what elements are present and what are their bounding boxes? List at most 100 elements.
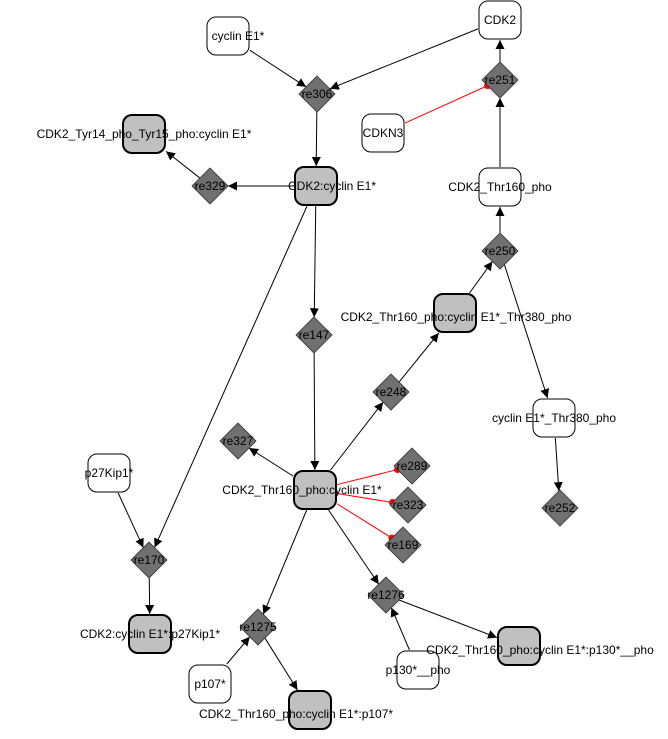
edge-cycE_Thr380-to-re252 bbox=[553, 437, 563, 492]
species-node-cycE_Thr380[interactable] bbox=[532, 398, 576, 438]
reaction-label-re251: re251 bbox=[485, 73, 516, 87]
species-label-CDK2_Thr160_cycE_p130: CDK2_Thr160_pho:cyclin E1*:p130*__pho bbox=[426, 643, 654, 657]
reaction-diamond-icon[interactable] bbox=[384, 526, 422, 564]
species-label-p107: p107* bbox=[194, 677, 226, 691]
reaction-label-re323: re323 bbox=[393, 498, 424, 512]
edge-re248-to-CDK2_Thr160_cycE_Thr380 bbox=[398, 332, 440, 383]
reaction-diamond-icon[interactable] bbox=[389, 486, 427, 524]
edge-CDK2_cycE-to-re147 bbox=[309, 205, 319, 318]
reaction-node-re329[interactable] bbox=[191, 167, 229, 205]
edge-cyclinE1-to-re306 bbox=[249, 49, 307, 88]
reaction-diamond-icon[interactable] bbox=[481, 61, 519, 99]
species-label-CDK2_cycE: CDK2:cyclin E1* bbox=[288, 179, 376, 193]
node-shape[interactable] bbox=[478, 0, 522, 40]
species-node-p130[interactable] bbox=[396, 650, 440, 690]
edge-CDK2-to-re306 bbox=[329, 28, 479, 90]
reaction-label-re169: re169 bbox=[388, 538, 419, 552]
reaction-label-re289: re289 bbox=[397, 459, 428, 473]
species-label-CDK2_Thr160_cycE_p107: CDK2_Thr160_pho:cyclin E1*:p107* bbox=[199, 707, 393, 721]
edge-re1275-to-CDK2_Thr160_cycE_p107 bbox=[264, 637, 298, 691]
reaction-diamond-icon[interactable] bbox=[393, 447, 431, 485]
complex-node-CDK2_cycE[interactable] bbox=[294, 166, 338, 206]
species-label-CDK2_Tyr: CDK2_Tyr14_pho_Tyr15_pho:cyclin E1* bbox=[37, 127, 252, 141]
reaction-diamond-icon[interactable] bbox=[541, 489, 579, 527]
reaction-diamond-icon[interactable] bbox=[295, 316, 333, 354]
edge-re329-to-CDK2_Tyr bbox=[165, 150, 201, 179]
species-label-CDK2_Thr160_cycE: CDK2_Thr160_pho:cyclin E1* bbox=[222, 483, 382, 497]
reaction-label-re329: re329 bbox=[195, 179, 226, 193]
reaction-diamond-icon[interactable] bbox=[130, 541, 168, 579]
nodes-layer bbox=[87, 0, 579, 730]
reaction-node-re306[interactable] bbox=[298, 75, 336, 113]
node-shape[interactable] bbox=[478, 167, 522, 207]
node-shape[interactable] bbox=[532, 398, 576, 438]
complex-node-CDK2_Thr160_cycE_Thr380[interactable] bbox=[433, 293, 477, 333]
reaction-node-re289[interactable] bbox=[393, 447, 431, 485]
species-label-CDK2_cycE_p27: CDK2:cyclin E1*:p27Kip1* bbox=[80, 627, 220, 641]
reaction-diamond-icon[interactable] bbox=[298, 75, 336, 113]
reaction-label-re147: re147 bbox=[299, 328, 330, 342]
edge-re306-to-CDK2_cycE bbox=[311, 111, 321, 167]
reaction-node-re327[interactable] bbox=[219, 422, 257, 460]
reaction-node-re248[interactable] bbox=[372, 373, 410, 411]
node-shape[interactable] bbox=[396, 650, 440, 690]
node-shape[interactable] bbox=[288, 690, 332, 730]
species-label-p27Kip1: p27Kip1* bbox=[85, 466, 134, 480]
edge-re250-to-cycE_Thr380 bbox=[503, 264, 550, 399]
node-shape[interactable] bbox=[497, 626, 541, 666]
reaction-node-re170[interactable] bbox=[130, 541, 168, 579]
reaction-node-re251[interactable] bbox=[481, 61, 519, 99]
reaction-node-re252[interactable] bbox=[541, 489, 579, 527]
edge-CDK2_cycE-to-re170 bbox=[154, 205, 308, 548]
node-shape[interactable] bbox=[128, 614, 172, 654]
node-shape[interactable] bbox=[122, 114, 166, 154]
reaction-node-re169[interactable] bbox=[384, 526, 422, 564]
node-shape[interactable] bbox=[87, 453, 131, 493]
edge-CDK2_Thr160_cycE-to-re248 bbox=[330, 401, 384, 471]
node-shape[interactable] bbox=[293, 470, 337, 510]
reaction-node-re323[interactable] bbox=[389, 486, 427, 524]
species-label-cycE_Thr380: cyclin E1*_Thr380_pho bbox=[492, 411, 616, 425]
reaction-node-re147[interactable] bbox=[295, 316, 333, 354]
reaction-diamond-icon[interactable] bbox=[239, 608, 277, 646]
reaction-label-re1276: re1276 bbox=[367, 588, 405, 602]
complex-node-CDK2_Thr160_cycE[interactable] bbox=[293, 470, 337, 510]
node-shape[interactable] bbox=[294, 166, 338, 206]
reaction-diamond-icon[interactable] bbox=[219, 422, 257, 460]
complex-node-CDK2_Thr160_cycE_p107[interactable] bbox=[288, 690, 332, 730]
complex-node-CDK2_cycE_p27[interactable] bbox=[128, 614, 172, 654]
edge-re1276-to-CDK2_Thr160_cycE_p130 bbox=[398, 599, 498, 639]
reaction-node-re1275[interactable] bbox=[239, 608, 277, 646]
inhibition-edge-CDK2_Thr160_cycE-to-re169 bbox=[336, 503, 393, 539]
node-shape[interactable] bbox=[188, 664, 232, 704]
edge-CDK2_Thr160_cycE-to-re1275 bbox=[262, 509, 308, 615]
species-node-CDKN3[interactable] bbox=[361, 113, 405, 153]
reaction-label-re170: re170 bbox=[134, 553, 165, 567]
species-label-p130: p130*__pho bbox=[386, 663, 451, 677]
node-shape[interactable] bbox=[433, 293, 477, 333]
reaction-node-re250[interactable] bbox=[481, 232, 519, 270]
species-node-p27Kip1[interactable] bbox=[87, 453, 131, 493]
species-label-CDK2_Thr160: CDK2_Thr160_pho bbox=[448, 180, 552, 194]
complex-node-CDK2_Thr160_cycE_p130[interactable] bbox=[497, 626, 541, 666]
reaction-diamond-icon[interactable] bbox=[191, 167, 229, 205]
reaction-node-re1276[interactable] bbox=[367, 576, 405, 614]
inhibition-edge-CDK2_Thr160_cycE-to-re323 bbox=[336, 493, 393, 503]
edge-CDK2_Thr160_cycE-to-re1276 bbox=[328, 509, 380, 585]
species-node-p107[interactable] bbox=[188, 664, 232, 704]
edge-p130-to-re1276 bbox=[390, 607, 410, 651]
reaction-label-re327: re327 bbox=[223, 434, 254, 448]
species-node-CDK2[interactable] bbox=[478, 0, 522, 40]
reaction-diamond-icon[interactable] bbox=[481, 232, 519, 270]
edge-p107-to-re1275 bbox=[226, 636, 251, 665]
species-node-CDK2_Thr160[interactable] bbox=[478, 167, 522, 207]
edge-p27Kip1-to-re170 bbox=[117, 492, 144, 548]
inhibition-edge-CDK2_Thr160_cycE-to-re289 bbox=[336, 469, 398, 486]
reaction-diamond-icon[interactable] bbox=[367, 576, 405, 614]
node-shape[interactable] bbox=[206, 16, 250, 56]
node-shape[interactable] bbox=[361, 113, 405, 153]
species-node-cyclinE1[interactable] bbox=[206, 16, 250, 56]
reaction-diamond-icon[interactable] bbox=[372, 373, 410, 411]
complex-node-CDK2_Tyr[interactable] bbox=[122, 114, 166, 154]
